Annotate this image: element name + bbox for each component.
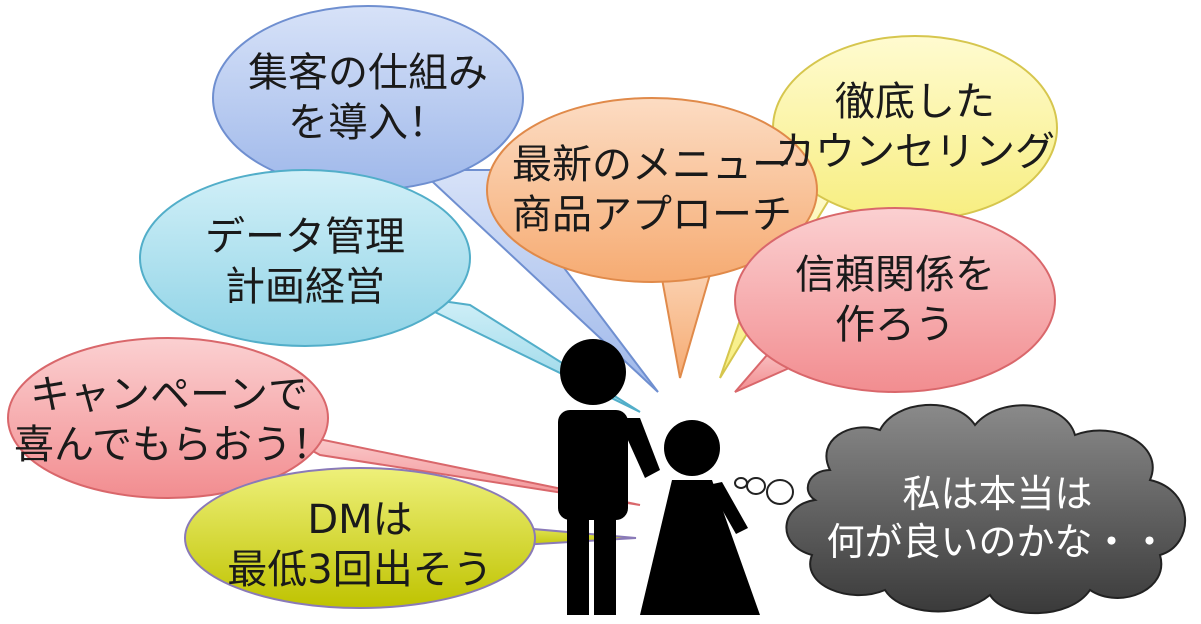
bubble-tettei-text: 徹底した カウンセリング <box>775 77 1055 177</box>
bubble-data-kanri-line1: データ管理 <box>205 214 405 260</box>
bubble-dm-line2: 最低3回出そう <box>227 547 493 593</box>
bubble-shinrai-text: 信頼関係を 作ろう <box>755 250 1035 350</box>
thought-text: 私は本当は 何が良いのかな・・ <box>825 470 1170 566</box>
child-figure <box>640 420 760 615</box>
bubble-data-kanri-text: データ管理 計画経営 <box>160 212 450 312</box>
bubble-shinrai-line1: 信頼関係を <box>795 252 995 298</box>
adult-figure <box>558 339 660 615</box>
bubble-shikumi-line1: 集客の仕組み <box>248 50 488 96</box>
bubble-saishin-line2: 商品アプローチ <box>512 192 792 238</box>
bubble-dm-line1: DMは <box>307 497 413 543</box>
bubble-data-kanri-line2: 計画経営 <box>225 264 385 310</box>
bubble-saishin-text: 最新のメニュー 商品アプローチ <box>492 140 812 240</box>
bubble-campaign <box>7 337 641 506</box>
bubble-campaign-text: キャンペーンで 喜んでもらおう！ <box>14 370 332 470</box>
thought-line2: 何が良いのかな・・ <box>826 520 1169 564</box>
bubble-dm-text: DMは 最低3回出そう <box>205 495 515 595</box>
bubble-tettei-line2: カウンセリング <box>775 129 1055 175</box>
thought-line1: 私は本当は <box>902 472 1093 516</box>
bubble-saishin-line1: 最新のメニュー <box>512 142 792 188</box>
thought-cloud <box>785 404 1186 615</box>
bubble-shinrai-line2: 作ろう <box>835 302 955 348</box>
bubble-campaign-line2: 喜んでもらおう！ <box>14 422 332 468</box>
bubble-campaign-line1: キャンペーンで <box>30 372 308 418</box>
bubble-saishin <box>486 97 818 379</box>
bubble-shikumi-text: 集客の仕組み を導入！ <box>218 48 518 148</box>
bubble-shinrai <box>734 207 1056 393</box>
thought-dots <box>734 477 794 505</box>
bubble-shikumi-line2: を導入！ <box>288 100 448 146</box>
bubble-tettei-line1: 徹底した <box>835 79 995 125</box>
